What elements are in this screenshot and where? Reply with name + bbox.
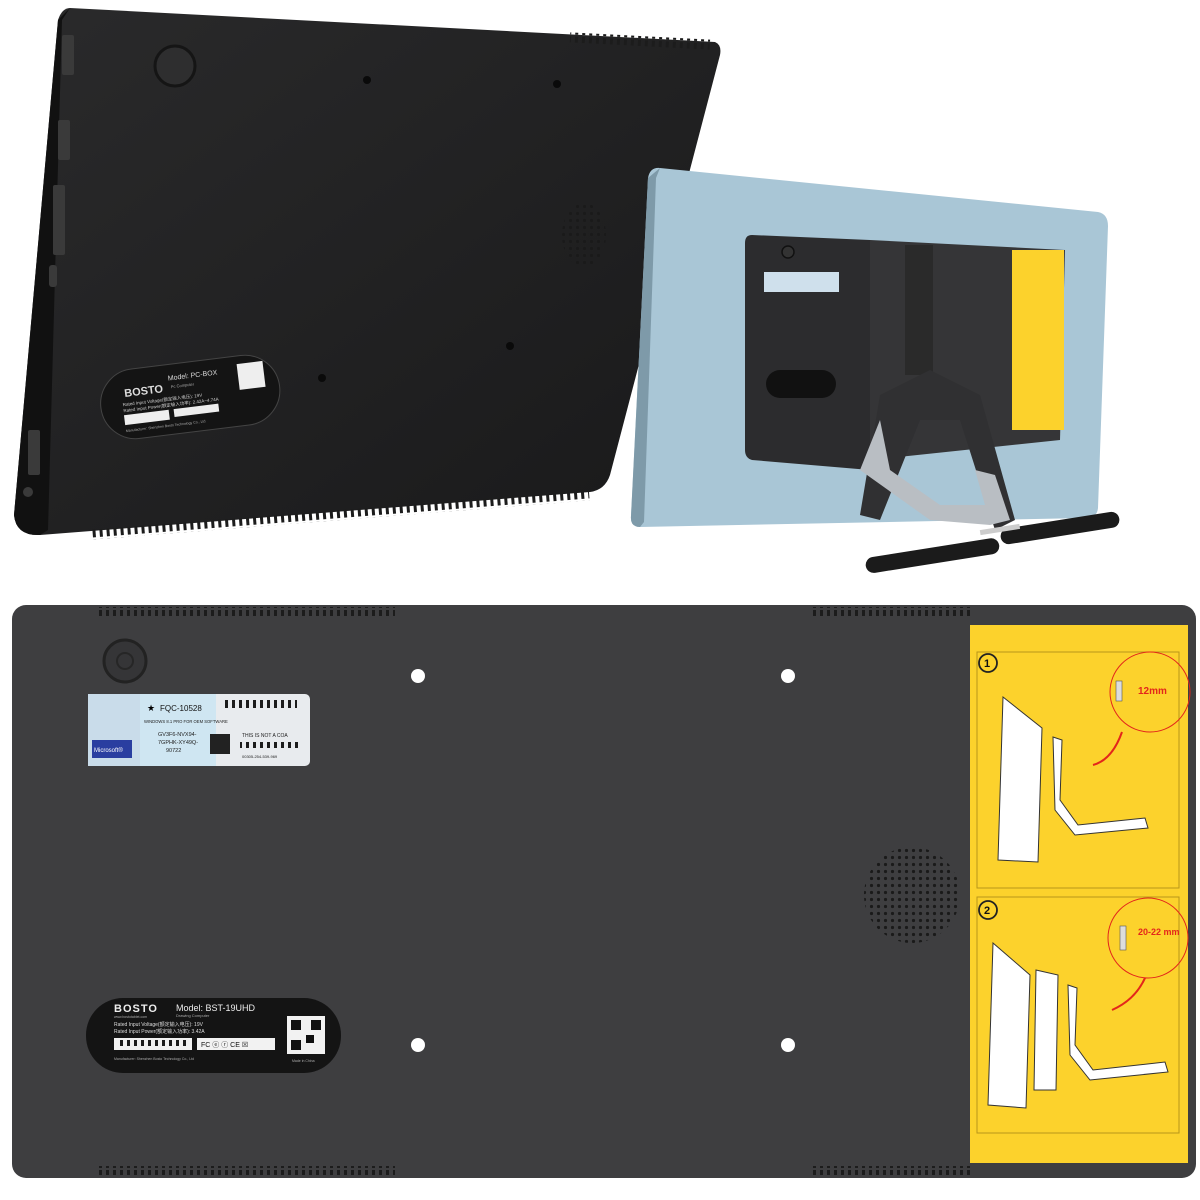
stand-grip — [1000, 511, 1120, 545]
svg-text:Manufacturer: Shenzhen Bosto T: Manufacturer: Shenzhen Bosto Technology … — [114, 1057, 194, 1061]
stand-grip — [865, 538, 1000, 573]
stand-bracket — [860, 370, 1015, 530]
hdmi-port — [53, 185, 65, 255]
svg-text:90722: 90722 — [166, 748, 181, 754]
svg-text:★: ★ — [147, 703, 155, 713]
label-brand: BOSTO — [124, 383, 165, 400]
usb-c-port — [49, 265, 57, 287]
spec-label: BOSTO www.bostotablet.com Model: BST-19U… — [86, 998, 341, 1073]
label-brand: BOSTO — [114, 1003, 158, 1015]
mount-hole — [411, 669, 425, 683]
audio-jack — [23, 487, 33, 497]
usb-port — [62, 35, 74, 75]
svg-text:THIS IS NOT A COA: THIS IS NOT A COA — [242, 733, 288, 739]
mount-hole — [411, 1038, 425, 1052]
mount-hole — [781, 1038, 795, 1052]
qr-code — [236, 360, 266, 390]
power-button[interactable] — [102, 638, 148, 684]
speaker-grille — [864, 847, 960, 943]
tablet-with-stand — [630, 167, 1120, 573]
label-model: Model: BST-19UHD — [176, 1003, 256, 1013]
screw-length: 12mm — [1138, 686, 1167, 697]
certification-marks: FC ⓔ ⓡ CE ☒ — [201, 1041, 248, 1049]
screw-length: 20-22 mm — [1138, 927, 1180, 937]
svg-text:WINDOWS 8.1 PRO FOR OEM SOFTWA: WINDOWS 8.1 PRO FOR OEM SOFTWARE — [144, 719, 228, 724]
svg-text:7GPHK-XY49Q-: 7GPHK-XY49Q- — [158, 740, 198, 746]
coa-code: FQC-10528 — [160, 704, 202, 713]
svg-text:2: 2 — [984, 905, 990, 917]
speaker-grille — [562, 203, 606, 267]
usb-port — [28, 430, 40, 475]
coa-sticker: Microsoft® ★ FQC-10528 WINDOWS 8.1 PRO F… — [88, 694, 310, 766]
pc-box-device: BOSTO Model: PC-BOX Pc Computer Rated In… — [14, 8, 721, 540]
svg-text:00305-254-539-969: 00305-254-539-969 — [242, 754, 278, 759]
step-2: 2 20-22 mm — [978, 897, 1189, 1109]
pc-box-label: BOSTO Model: PC-BOX Pc Computer Rated In… — [100, 354, 281, 440]
svg-text:Made in China: Made in China — [292, 1059, 315, 1063]
svg-text:Drawing Computer: Drawing Computer — [176, 1013, 210, 1018]
svg-text:Pc Computer: Pc Computer — [171, 381, 195, 389]
svg-text:Microsoft®: Microsoft® — [94, 747, 123, 754]
instruction-sticker-small — [1012, 250, 1064, 430]
product-key: GV3F6-NVX94- — [158, 732, 197, 738]
usb-port — [58, 120, 70, 160]
power-button[interactable] — [153, 44, 197, 88]
instruction-sticker: 1 12mm 2 20-22 mm — [970, 625, 1191, 1163]
svg-text:www.bostotablet.com: www.bostotablet.com — [114, 1015, 147, 1019]
svg-text:Rated Input Power(额定输入功率): 3.4: Rated Input Power(额定输入功率): 3.42A — [114, 1028, 205, 1035]
svg-text:1: 1 — [984, 658, 990, 670]
datamatrix-code — [210, 734, 230, 754]
step-1: 1 12mm — [978, 651, 1191, 863]
svg-text:Rated Input Voltage(额定输入电压): 1: Rated Input Voltage(额定输入电压): 19V — [114, 1021, 204, 1028]
mount-hole — [781, 669, 795, 683]
pc-box-mounted — [745, 235, 870, 470]
